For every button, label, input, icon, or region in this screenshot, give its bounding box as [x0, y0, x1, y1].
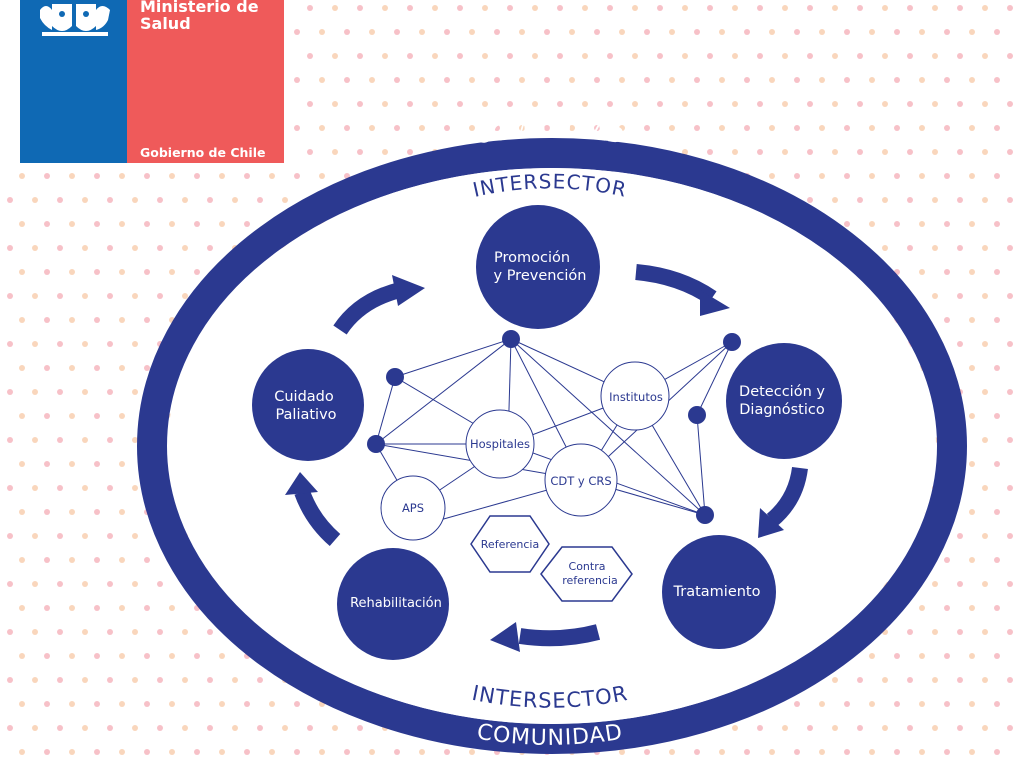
ministerio-logo: Ministerio de Salud Gobierno de Chile: [20, 0, 284, 163]
svg-text:Institutos: Institutos: [609, 390, 663, 404]
svg-text:Promoción: Promoción: [494, 250, 570, 266]
svg-text:Hospitales: Hospitales: [470, 437, 530, 451]
cycle-arrows: [285, 264, 808, 652]
svg-text:referencia: referencia: [562, 574, 618, 587]
logo-red-panel: [127, 0, 284, 163]
coat-of-arms-icon: [40, 4, 110, 36]
node-cdt-crs: CDT y CRS: [544, 443, 618, 517]
svg-text:Paliativo: Paliativo: [275, 407, 336, 423]
node-hospitales: Hospitales: [465, 409, 535, 479]
arrow-cuidado-to-promocion: [333, 275, 425, 335]
svg-text:Detección y: Detección y: [739, 384, 825, 400]
hexagon-referencia: Referencia: [470, 515, 550, 573]
stage-promocion-prevencion: Promoción y Prevención: [476, 205, 600, 329]
community-ring: [137, 138, 967, 754]
svg-text:Contra: Contra: [569, 560, 606, 573]
network-dots: [367, 330, 741, 524]
svg-text:APS: APS: [402, 501, 424, 515]
stage-deteccion-diagnostico: Detección y Diagnóstico: [726, 343, 842, 459]
svg-text:Rehabilitación: Rehabilitación: [350, 596, 442, 611]
arrow-tratamiento-to-rehabilitacion: [490, 622, 601, 652]
logo-blue-panel: [20, 0, 127, 163]
stage-tratamiento: Tratamiento: [662, 535, 776, 649]
svg-text:CDT y CRS: CDT y CRS: [550, 474, 611, 488]
arrow-deteccion-to-tratamiento: [758, 466, 808, 538]
svg-text:Diagnóstico: Diagnóstico: [739, 402, 825, 418]
arrow-rehabilitacion-to-cuidado: [285, 472, 341, 547]
stage-rehabilitacion: Rehabilitación: [337, 548, 449, 660]
logo-subtitle: Gobierno de Chile: [140, 145, 266, 160]
stage-cuidado-paliativo: Cuidado Paliativo: [252, 349, 364, 461]
svg-text:y Prevención: y Prevención: [494, 268, 587, 284]
svg-text:Tratamiento: Tratamiento: [673, 584, 761, 600]
svg-text:Referencia: Referencia: [481, 538, 539, 551]
hexagon-contra-referencia: Contra referencia: [540, 546, 633, 602]
arrow-promocion-to-deteccion: [635, 264, 730, 316]
svg-text:Cuidado: Cuidado: [274, 389, 334, 405]
node-aps: APS: [380, 475, 446, 541]
node-institutos: Institutos: [600, 361, 670, 431]
logo-title: Ministerio de Salud: [140, 0, 259, 33]
